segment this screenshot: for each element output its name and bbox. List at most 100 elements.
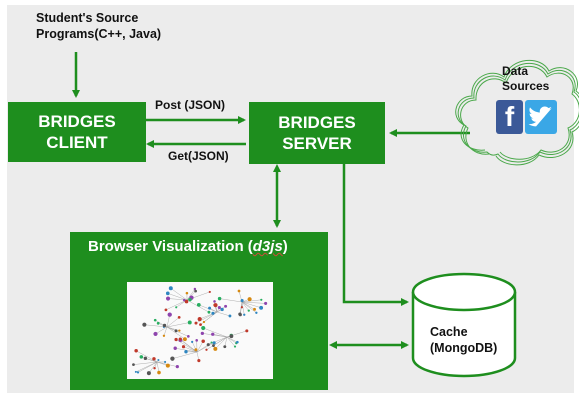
graph-node [168,286,173,291]
graph-node [162,334,166,337]
graph-node [264,301,268,305]
graph-node [211,332,215,336]
graph-node [173,346,177,350]
graph-edge [241,301,262,308]
graph-node [247,297,252,302]
graph-edge [241,299,262,303]
graph-visualization-image [127,282,273,379]
graph-node [240,298,244,303]
graph-edge [226,336,237,344]
graph-edge [166,326,180,331]
graph-node [175,306,178,309]
graph-node [213,300,216,303]
graph-node [201,325,206,331]
graph-node [136,371,140,374]
graph-node [199,323,202,327]
post-json-label: Post (JSON) [155,98,226,112]
graph-node [153,331,158,337]
graph-node [223,345,227,349]
graph-node [146,371,151,376]
graph-edge [186,288,196,301]
get-json-label: Get(JSON) [168,149,229,163]
graph-node [157,370,161,375]
graph-node [153,318,157,322]
graph-edge [135,361,158,373]
graph-node [229,334,234,339]
graph-node [247,309,250,312]
graph-node [206,343,210,347]
graph-node [187,335,190,338]
graph-node [175,365,179,369]
graph-node [208,290,211,294]
graph-node [196,302,201,307]
graph-node [134,349,138,353]
graph-node [178,337,182,341]
graph-edge [241,301,255,310]
graph-edge [172,351,198,359]
graph-node [233,345,237,348]
graph-edge [241,301,257,313]
graph-edge [241,301,245,315]
graph-edge [166,317,180,328]
graph-node [188,297,192,302]
graph-node [240,306,243,309]
graph-node [213,346,218,351]
graph-node [156,321,160,325]
graph-node [194,289,197,293]
cache-label-line1: Cache [430,325,468,339]
graph-node [184,350,188,354]
graph-node [164,360,167,364]
cache-label-line2: (MongoDB) [430,341,498,355]
graph-edge [240,301,243,315]
graph-edge [213,336,228,346]
data-sources-line2: Sources [502,79,550,93]
graph-node [220,307,224,312]
graph-edge [224,336,228,347]
graph-node [224,304,228,308]
graph-node [152,357,156,361]
graph-node [132,363,135,366]
graph-edge [196,341,204,353]
graph-node [182,298,186,302]
graph-node [243,313,246,316]
graph-edge [133,361,158,365]
graph-node [210,341,213,344]
graph-edge [216,311,231,317]
graph-node [217,296,222,301]
graph-node [191,340,194,343]
graph-node [185,291,189,295]
graph-edge [215,336,228,350]
arrow-server-to-cache [342,163,409,306]
graph-node [228,314,232,318]
graph-node [201,339,205,343]
graph-node [236,340,239,344]
graph-edge [137,361,158,373]
graph-node [238,313,242,317]
bridges-client-label: BRIDGES CLIENT [38,112,116,152]
graph-edge [166,326,189,337]
data-sources-cloud [455,59,579,166]
graph-node [212,341,216,345]
graph-edge [196,342,215,353]
twitter-icon [525,100,557,134]
graph-node [197,359,201,363]
graph-node [165,291,170,296]
graph-edge [163,326,168,336]
graph-node [165,296,171,301]
graph-node [208,306,212,310]
bridges-client-box: BRIDGES CLIENT [8,102,146,162]
graph-edge [226,336,236,347]
bridges-server-label: BRIDGES SERVER [278,113,356,153]
graph-node [205,348,208,351]
graph-edge [148,361,158,374]
graph-edge [203,327,228,338]
graph-node [197,317,202,322]
graph-edge [183,346,198,353]
graph-node [157,358,160,361]
graph-network-svg [132,286,268,376]
graph-node [245,329,249,333]
source-programs-line2: Programs(C++, Java) [36,27,162,41]
graph-node [139,355,144,359]
